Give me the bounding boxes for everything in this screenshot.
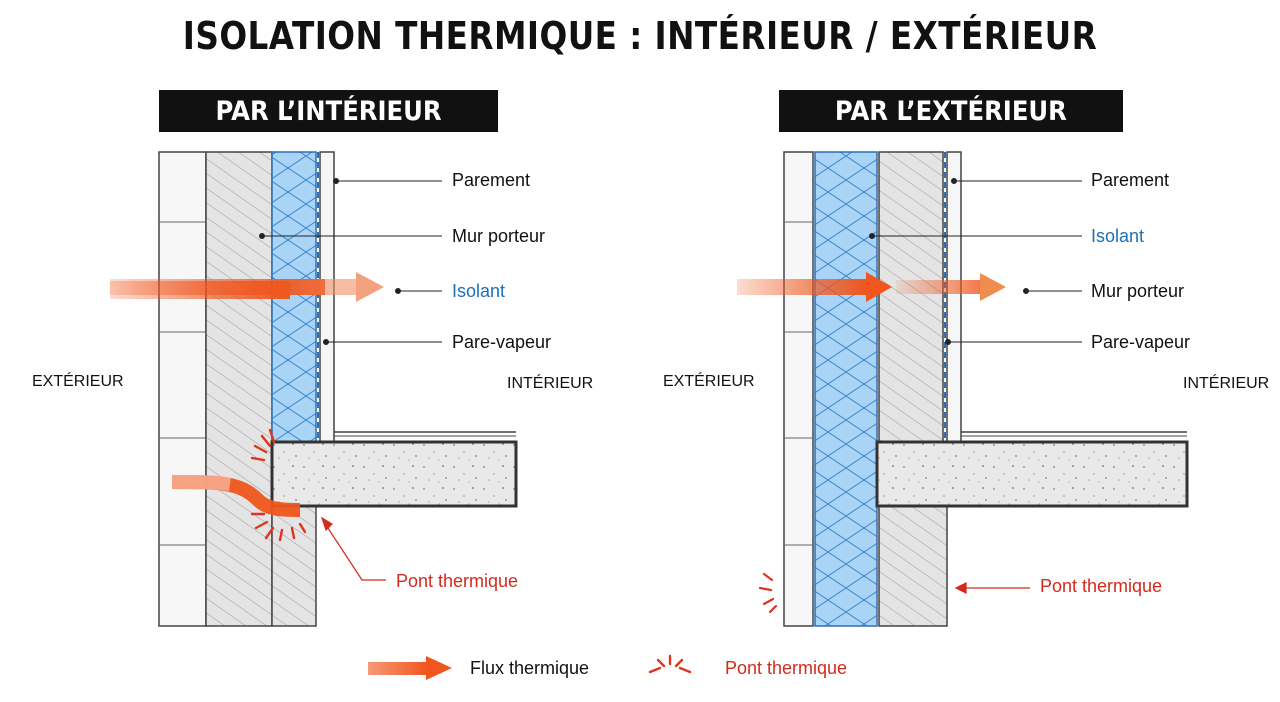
label-isolant-right: Isolant	[1091, 226, 1145, 246]
banner-interieur: PAR L’INTÉRIEUR	[159, 90, 498, 132]
label-isolant-left: Isolant	[452, 281, 506, 301]
side-exterieur-left: EXTÉRIEUR	[32, 373, 124, 390]
label-mur-porteur-right: Mur porteur	[1091, 281, 1185, 301]
legend-flux-arrow	[368, 662, 428, 675]
label-pare-vapeur-left: Pare-vapeur	[452, 332, 552, 352]
banner-exterieur: PAR L’EXTÉRIEUR	[779, 90, 1123, 132]
label-pont-thermique-left: Pont thermique	[396, 571, 519, 591]
label-parement-left: Parement	[452, 170, 531, 190]
diagram-interieur	[110, 151, 518, 627]
heat-flow-arrow-blocked	[737, 279, 867, 295]
legend-pont-label: Pont thermique	[725, 658, 848, 678]
diagram-exterieur	[737, 151, 1189, 627]
legend-flux-label: Flux thermique	[470, 658, 590, 678]
legend-graphics	[368, 654, 692, 680]
banner-interieur-text: PAR L’INTÉRIEUR	[215, 95, 442, 127]
side-interieur-right: INTÉRIEUR	[1183, 375, 1270, 392]
label-mur-porteur-left: Mur porteur	[452, 226, 546, 246]
label-pont-thermique-right: Pont thermique	[1040, 576, 1163, 596]
thermal-bridge-icon	[250, 428, 307, 542]
label-parement-right: Parement	[1091, 170, 1170, 190]
label-pare-vapeur-right: Pare-vapeur	[1091, 332, 1191, 352]
page-title: ISOLATION THERMIQUE : INTÉRIEUR / EXTÉRI…	[182, 14, 1098, 58]
side-exterieur-right: EXTÉRIEUR	[663, 373, 755, 390]
legend-bridge-icon	[648, 654, 692, 674]
banner-exterieur-text: PAR L’EXTÉRIEUR	[834, 95, 1067, 127]
thermal-bridge-icon-small	[758, 572, 778, 614]
side-interieur-left: INTÉRIEUR	[507, 375, 594, 392]
